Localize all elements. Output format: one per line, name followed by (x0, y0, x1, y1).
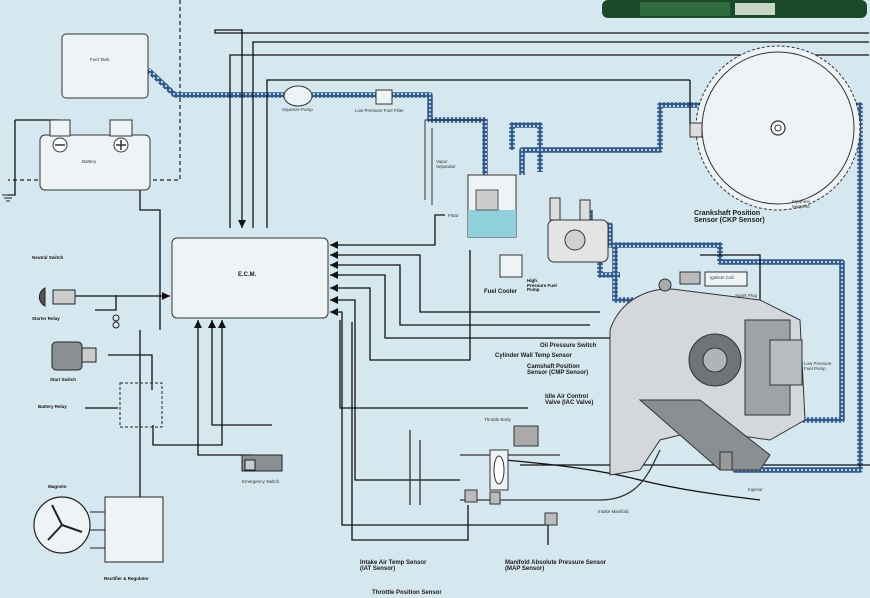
iac-valve-label: Idle Air Control Valve (IAC Valve) (545, 394, 593, 407)
tp-sensor (490, 492, 500, 504)
ground-icon (2, 195, 14, 201)
magneto (34, 497, 90, 553)
emergency-switch (242, 455, 282, 471)
fuel-cooler (500, 255, 522, 277)
battery-relay (120, 383, 162, 427)
fuel-cooler-label: Fuel Cooler (484, 289, 517, 295)
throttle-body-label: Throttle Body (484, 418, 511, 423)
low-pressure-fuel-filter-label: Low Pressure Fuel Filter (355, 109, 404, 114)
intake-manifold-label: Intake Manifold (598, 510, 629, 515)
low-pressure-fuel-pump-label: Low Pressure Fuel Pump (804, 362, 832, 371)
ignition-coil-label: Ignition Coil (710, 276, 734, 281)
injector-label: Injector (748, 488, 763, 493)
logo-badge (602, 0, 867, 18)
map-sensor (545, 513, 557, 525)
squeeze-pump-label: Squeeze Pump (282, 108, 313, 113)
flywheel-icon (696, 46, 860, 210)
neutral-switch-label: Neutral Switch (32, 256, 63, 261)
battery-label: Battery (82, 160, 96, 165)
rectifier-regulator-label: Rectifier & Regulator (104, 577, 149, 582)
low-pressure-fuel-pump (770, 340, 802, 385)
oil-pressure-switch-label: Oil Pressure Switch (540, 343, 596, 349)
fuel-tank-label: Fuel Tank (90, 58, 109, 63)
emergency-switch-label: Emergency Switch (242, 480, 279, 485)
map-sensor-label: Manifold Absolute Pressure Sensor (MAP S… (505, 560, 606, 573)
magneto-label: Magneto (48, 485, 67, 490)
start-switch (52, 342, 96, 370)
iat-sensor-label: Intake Air Temp Sensor (IAT Sensor) (360, 560, 426, 573)
starter-relay (113, 315, 119, 328)
low-pressure-fuel-filter (376, 90, 392, 104)
starter-relay-label: Starter Relay (32, 317, 60, 322)
cmp-sensor-label: Camshaft Position Sensor (CMP Sensor) (527, 364, 588, 377)
rectifier-regulator (105, 497, 163, 562)
injector (720, 452, 732, 470)
neutral-switch (39, 288, 75, 306)
squeeze-pump (284, 86, 312, 106)
float-label: Float (448, 214, 458, 219)
fuel-tank (62, 34, 148, 98)
start-switch-label: Start Switch (50, 378, 76, 383)
ecm-label: E.C.M. (238, 272, 256, 278)
spark-plug-label: Spark Plug (735, 294, 757, 299)
cylinder-wall-temp-sensor-label: Cylinder Wall Temp Sensor (495, 353, 572, 359)
battery-relay-label: Battery Relay (38, 405, 67, 410)
ckp-sensor-label: Crankshaft Position Sensor (CKP Sensor) (694, 210, 765, 225)
high-pressure-fuel-pump-label: High Pressure Fuel Pump (527, 279, 557, 293)
ckp-sensor (690, 123, 702, 137)
iat-sensor (465, 490, 477, 502)
flywheel-magneto-label: Flywheel Magneto (792, 200, 810, 209)
tp-sensor-label: Throttle Position Sensor (372, 590, 442, 596)
vapor-separator-label: Vapor Separator (436, 160, 466, 169)
iac-valve (514, 426, 538, 446)
